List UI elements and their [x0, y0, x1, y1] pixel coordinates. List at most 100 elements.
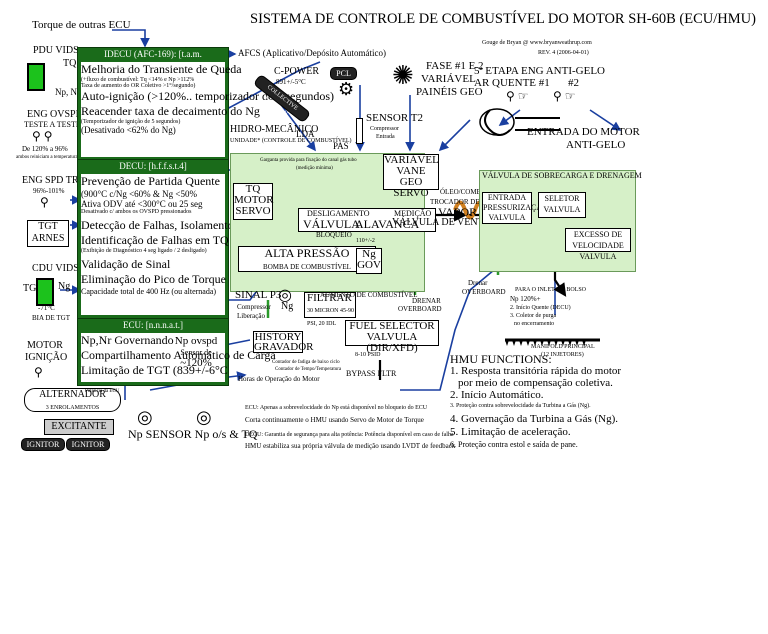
ecu-line-3: Limitação de TGT (839+/-6°C — [81, 363, 228, 377]
sobrecarga-label: VÁLVULA DE SOBRECARGA E DRENAGEM — [482, 171, 642, 180]
np-ovspd-1: Np ovspd — [174, 335, 218, 347]
idecu-line-6: (Temporizador de ignição de 5 segundos) — [81, 119, 181, 125]
anti-ice-switch-2-icon[interactable]: ⚲ ☞ — [553, 89, 576, 103]
np-ovspd-sensor: Np ovspd Sensor de ~120% — [170, 336, 222, 374]
note-4: HMU estabiliza sua própria válvula de me… — [245, 442, 456, 450]
idecu-line-5: Reacender taxa de decaimento do Ng — [81, 104, 260, 118]
hmu-function-1b: por meio de compensação coletiva. — [458, 377, 613, 389]
decu-line-5: Detecção de Falhas, Isolamento — [81, 218, 234, 232]
np120-label: Np 120%+ — [510, 295, 541, 303]
revision-text: REV. 4 (2006-04-01) — [538, 50, 589, 56]
hmu-function-1a: 1. Resposta transitória rápida do motor — [450, 365, 622, 377]
history-1: HISTORY — [254, 331, 302, 343]
decu-header: DECU: [h.f.f.s.t.4] — [119, 161, 187, 171]
ovspd-switch-icon[interactable]: ⚲ ⚲ — [32, 129, 53, 143]
hmu-function-5: 5. Limitação de aceleração. — [450, 426, 571, 438]
decu-line-4: Desativado c/ ambos os OVSPD pressionado… — [81, 209, 192, 215]
anti-gelo-label: ANTI-GELO — [566, 139, 626, 151]
history-note-1: Contador de fadiga de baixo ciclo — [272, 360, 340, 365]
ecu-header: ECU: [n.n.n.a.t.] — [123, 320, 183, 330]
coletor-label: 3. Coletor de purga — [510, 313, 557, 319]
idecu-header: IDECU (AFC-169): [t.a.m. — [104, 49, 202, 59]
trim-range-label: 96%-101% — [33, 187, 65, 195]
fuel-filter: FILTRAR 30 MICRON 45-90 PSI, 20 IDL — [304, 292, 356, 327]
motor-label: MOTOR — [27, 340, 63, 351]
alternador-sub: 3 ENROLAMENTOS — [45, 405, 100, 411]
valvula2-label: VALVULA — [488, 213, 526, 222]
encerramento-label: no encerramento — [514, 321, 555, 327]
bomba-label: BOMBA DE COMBUSTÍVEL — [263, 263, 351, 271]
drenar-label: DRENAR — [412, 297, 441, 305]
potencia-label: Potência da ECU — [85, 389, 120, 394]
alternator-box: ALTERNADOR 3 ENROLAMENTOS — [24, 388, 121, 412]
ecu-line-1: Np,Nr Governando — [81, 333, 174, 347]
deslig-label: DESLIGAMENTO — [307, 209, 370, 218]
idecu-line-2: (+fluxo de combustível: Tq <14% e Np >11… — [81, 77, 195, 83]
ecu-panel: ECU: [n.n.n.a.t.] Np,Nr Governando Compa… — [77, 318, 276, 386]
ignitor-1: IGNITOR — [21, 438, 65, 451]
idecu-line-1: Melhoria do Transiente de Queda — [81, 62, 242, 76]
vane-line-1: VARIÁVEL — [384, 154, 439, 166]
ar-quente-label: AR QUENTE #1 — [474, 77, 550, 89]
arnes-label: ARNES — [31, 233, 65, 244]
decu-line-9: Eliminação do Pico de Torque — [81, 272, 226, 286]
top-input-label: Torque de outras ECU — [32, 19, 131, 31]
np-ovspd-3: ~120% — [180, 357, 212, 369]
bia-label: BIA DE TGT — [32, 314, 70, 322]
decu-panel: DECU: [h.f.f.s.t.4] Prevenção de Partida… — [77, 159, 260, 319]
fuel-selector-valve: FUEL SELECTOR VALVULA (DIR/XFD) — [345, 320, 439, 354]
pcl-lever-icon[interactable]: ⚙ — [338, 79, 355, 99]
excesso-label: EXCESSO DE VELOCIDADE — [572, 230, 624, 250]
ventos-label: VÁLVULA DE VENTOS — [392, 217, 497, 228]
tq-motor-2: MOTOR — [234, 194, 274, 206]
p3-sub-1: Compressor — [237, 303, 271, 311]
ng-range-label: 110+/-2 — [356, 238, 375, 244]
ng-sensor-label: Ng — [281, 301, 294, 312]
tq-motor-servo: TQ MOTOR SERVO — [233, 183, 274, 220]
pressurizacao-label: PRESSURIZAÇÃO — [483, 203, 548, 212]
t2-entrada-label: Entrada — [376, 134, 395, 140]
pdu-indicator — [27, 63, 45, 91]
ovspd-range-label: De 120% a 96% — [22, 145, 68, 153]
injetores-label: (12 INJETORES) — [541, 352, 584, 358]
trocador-label: TROCADOR DE CALOR — [430, 198, 506, 206]
valvula4-label: VALVULA — [579, 252, 617, 261]
afcs-label: AFCS (Aplicativo/Depósito Automático) — [238, 48, 386, 58]
np-nr-label: Np, Nr — [55, 87, 80, 97]
decu-line-6: Identificação de Falhas em TQ VIDS — [81, 233, 260, 247]
np-sensor-icon: ◎ — [137, 407, 153, 427]
hmu-inner-note-2: (medição mínima) — [296, 166, 333, 171]
manifold-label: MANIFOLD PRINCIPAL — [531, 344, 595, 350]
cpower-temp: 891+/-5°C — [276, 78, 306, 86]
tq-label: TQ — [63, 58, 77, 69]
selector-valve: SELETOR VALVULA — [538, 192, 586, 218]
decu-line-3: Ativa ODV até <300°C ou 25 seg — [81, 199, 203, 209]
ignition-switch-icon[interactable]: ⚲ — [34, 365, 43, 379]
hidro-label: HIDRO-MECÂNICO — [230, 124, 319, 135]
excitante-label: EXCITANTE — [51, 421, 107, 432]
vapor-label: VAPOR — [438, 205, 478, 219]
hmu-function-3: 3. Proteção contra sobrevelocidade da Tu… — [450, 403, 591, 409]
oleo-label: ÓLEO/COMBUSTÍVEL — [440, 188, 511, 196]
page-title: SISTEMA DE CONTROLE DE COMBUSTÍVEL DO MO… — [250, 11, 756, 27]
ar-quente2-label: #2 — [568, 77, 579, 89]
ovspd-note: ambos reiniciam a temperatura de OVSPD — [16, 155, 102, 160]
hmu-unit-label: UNIDADE* (CONTROLE DE COMBUSTÍVEL) — [230, 138, 352, 144]
pcl-indicator: PCL — [330, 67, 357, 80]
decu-line-2: (900°C c/Ng <60% & Ng <50% — [81, 189, 197, 199]
hmu-function-2: 2. Início Automático. — [450, 389, 544, 401]
decu-line-10: Capacidade total de 400 Hz (ou alternada… — [81, 287, 217, 296]
trim-switch-icon[interactable]: ⚲ — [40, 195, 49, 209]
alavanca-label: ALAVANCA — [355, 217, 420, 231]
etapa-label: 5ª ETAPA ENG ANTI-GELO — [474, 65, 605, 77]
hmu-function-6: 6. Proteção contra estol e saída de pane… — [450, 440, 578, 449]
aumento-label: AUMENTO DE COMBUSTÍVEL — [320, 291, 418, 299]
ignitor-2: IGNITOR — [66, 438, 110, 451]
valve-block — [298, 208, 436, 232]
alta-pressao-label: ALTA PRESSÃO — [264, 246, 350, 260]
variavel-label: VARIÁVEL — [421, 73, 476, 85]
vane-line-2: VANE GEO — [396, 165, 426, 188]
compressor-vane-icon: ✺ — [392, 61, 414, 90]
anti-ice-switch-1-icon[interactable]: ⚲ ☞ — [506, 89, 529, 103]
overboard2-label: OVERBOARD — [462, 288, 506, 296]
